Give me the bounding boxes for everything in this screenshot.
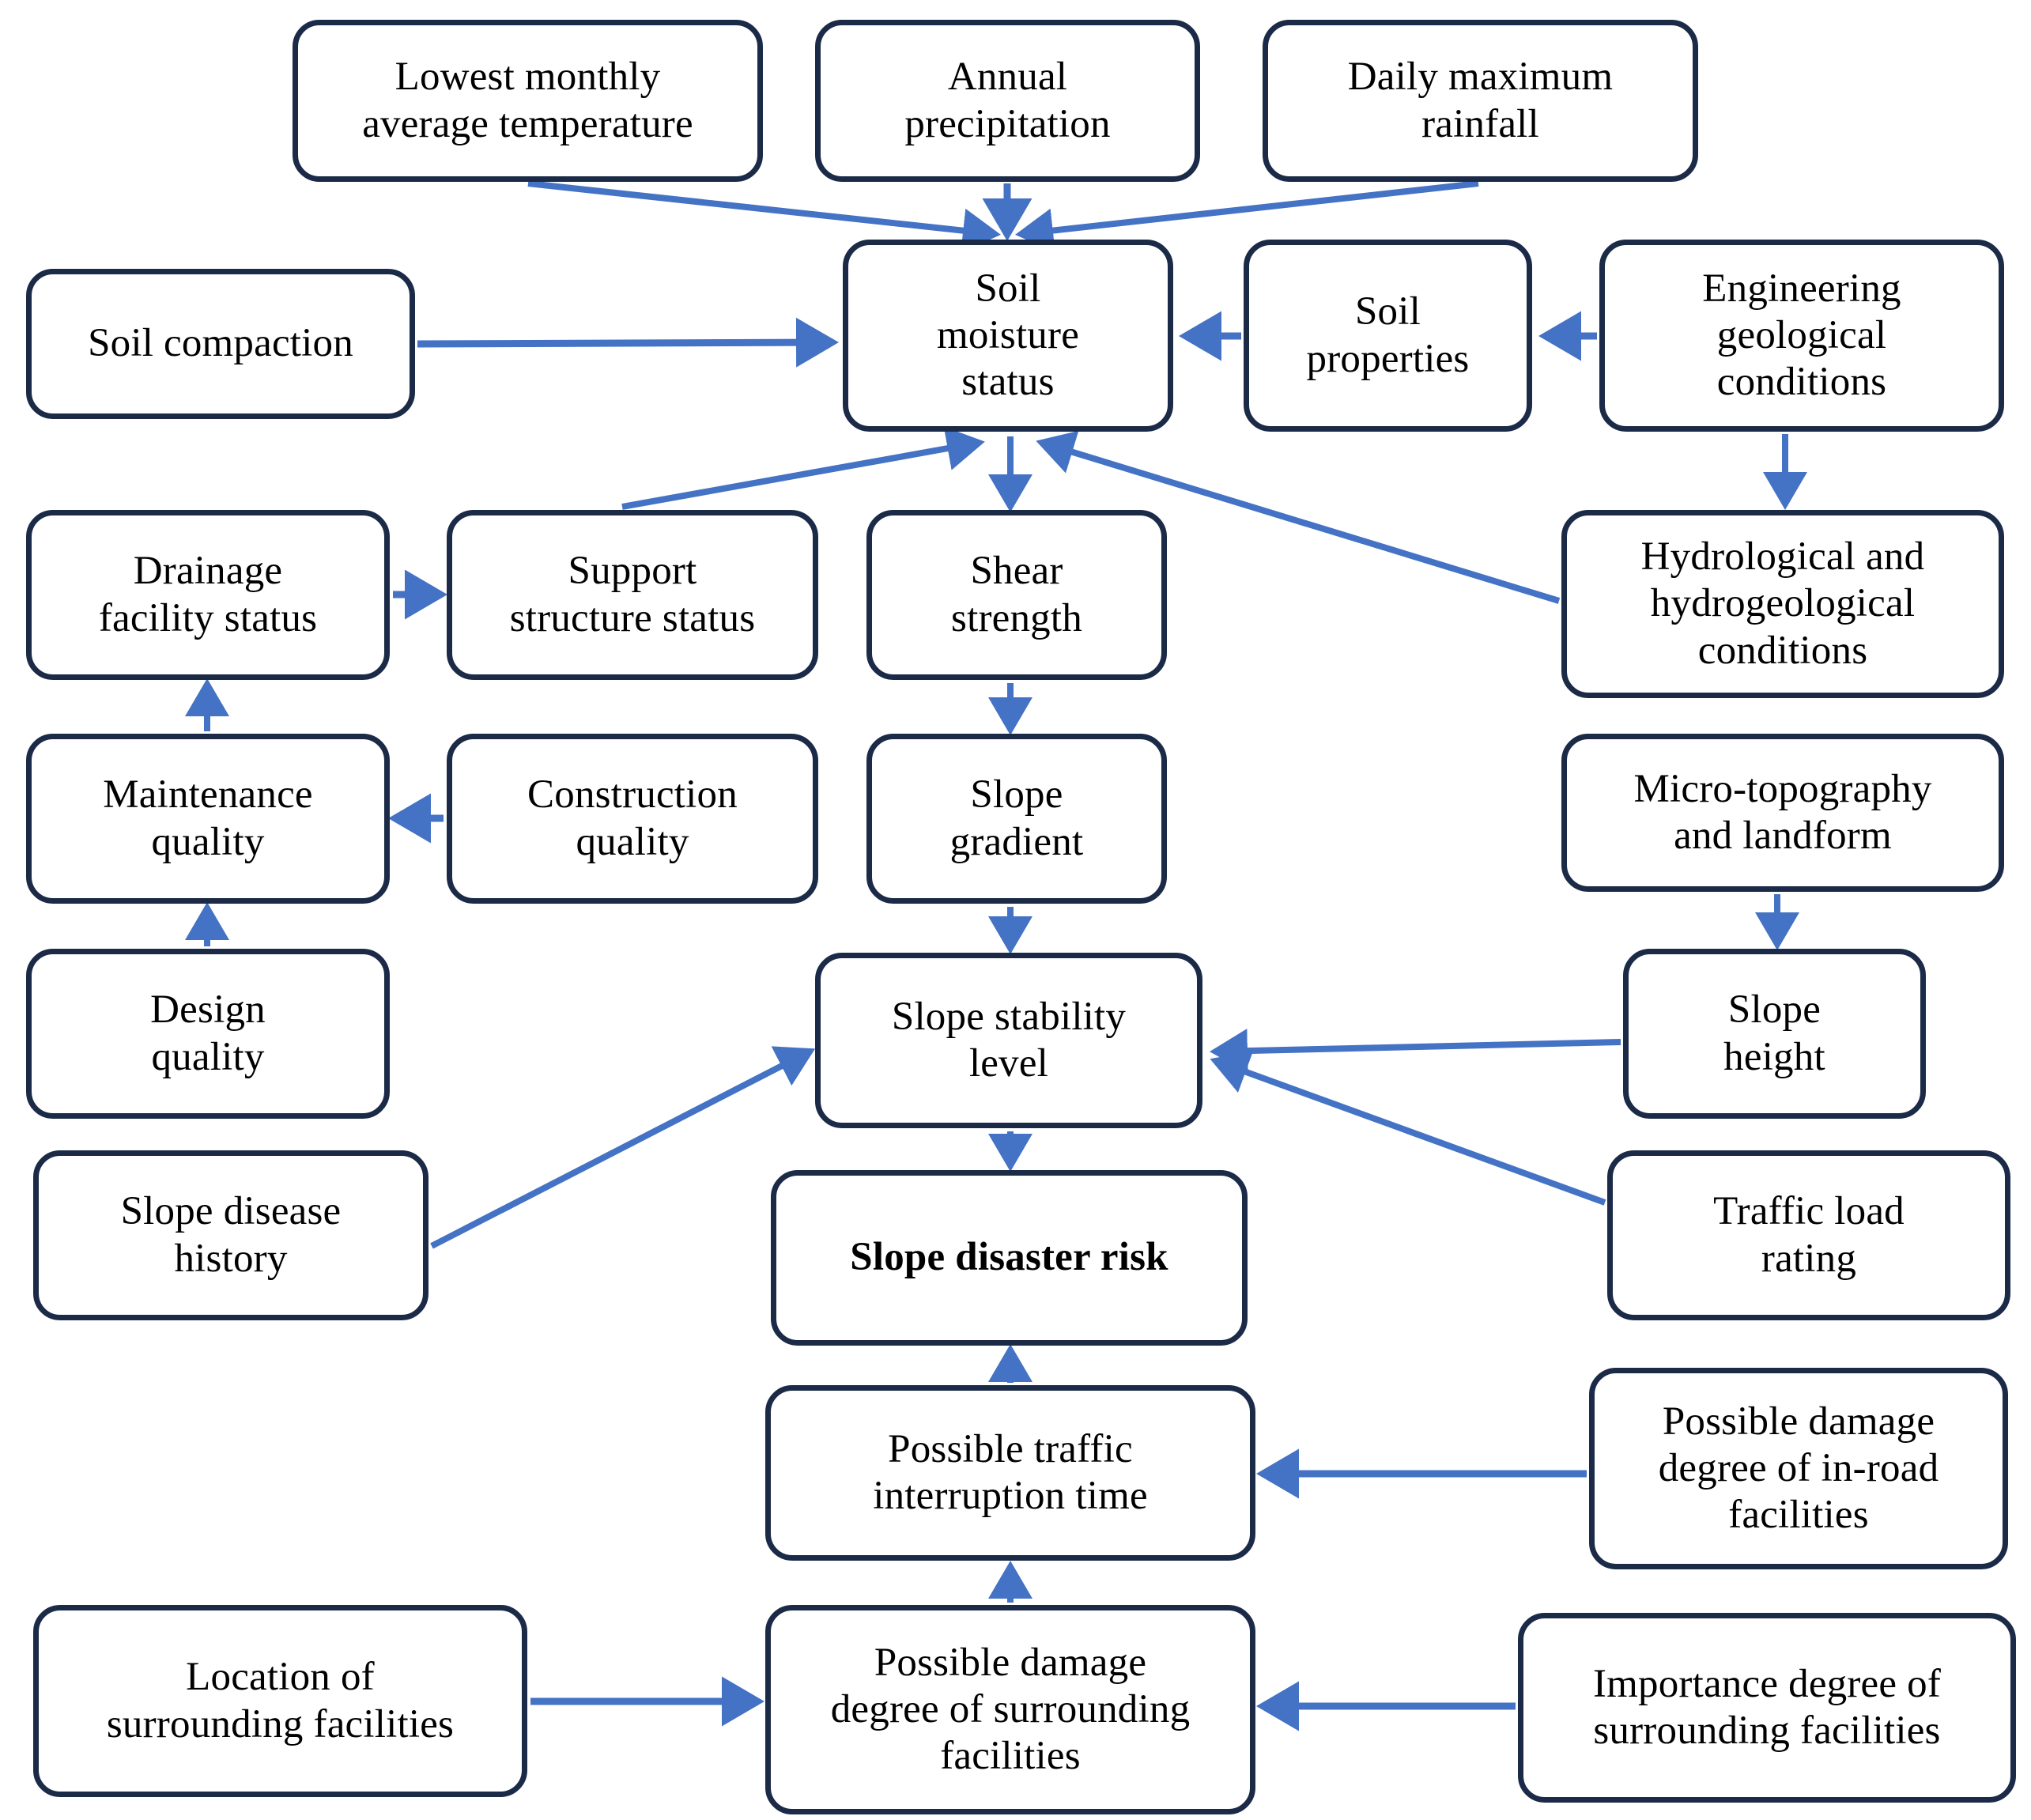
node-engineering-geological-conditions[interactable]: Engineering geological conditions: [1599, 240, 2004, 432]
node-label-possible-damage-degree-of-in-road-facilities: Possible damage degree of in-road facili…: [1658, 1399, 1939, 1538]
node-label-support-structure-status: Support structure status: [509, 549, 756, 640]
node-hydrological-and-hydrogeological-conditions[interactable]: Hydrological and hydrogeological conditi…: [1561, 510, 2004, 698]
node-location-of-surrounding-facilities[interactable]: Location of surrounding facilities: [33, 1605, 527, 1797]
edge-rainfall-to-soil-moisture: [1015, 180, 1479, 253]
node-label-slope-height: Slope height: [1723, 987, 1825, 1079]
node-label-traffic-load-rating: Traffic load rating: [1713, 1189, 1905, 1281]
node-label-possible-traffic-interruption-time: Possible traffic interruption time: [873, 1426, 1148, 1518]
node-label-construction-quality: Construction quality: [527, 772, 738, 864]
node-importance-degree-of-surrounding-facilities[interactable]: Importance degree of surrounding facilit…: [1518, 1613, 2016, 1803]
node-possible-traffic-interruption-time[interactable]: Possible traffic interruption time: [765, 1385, 1255, 1561]
node-label-lowest-monthly-average-temperature: Lowest monthly average temperature: [362, 55, 693, 146]
node-label-soil-properties: Soil properties: [1306, 289, 1470, 381]
node-label-annual-precipitation: Annual precipitation: [904, 55, 1111, 146]
node-support-structure-status[interactable]: Support structure status: [447, 510, 818, 680]
node-slope-disease-history[interactable]: Slope disease history: [33, 1150, 428, 1320]
edge-hydrological-to-soil-moisture: [1036, 430, 1561, 604]
node-lowest-monthly-average-temperature[interactable]: Lowest monthly average temperature: [293, 20, 763, 182]
node-label-shear-strength: Shear strength: [951, 549, 1082, 640]
node-shear-strength[interactable]: Shear strength: [866, 510, 1167, 680]
node-label-hydrological-and-hydrogeological-conditions: Hydrological and hydrogeological conditi…: [1640, 534, 1925, 673]
node-annual-precipitation[interactable]: Annual precipitation: [815, 20, 1200, 182]
node-label-slope-gradient: Slope gradient: [949, 772, 1084, 864]
node-label-maintenance-quality: Maintenance quality: [103, 772, 313, 864]
node-soil-moisture-status[interactable]: Soil moisture status: [843, 240, 1173, 432]
node-label-location-of-surrounding-facilities: Location of surrounding facilities: [106, 1655, 455, 1746]
node-label-possible-damage-degree-of-surrounding-facilities: Possible damage degree of surrounding fa…: [830, 1640, 1191, 1779]
node-label-design-quality: Design quality: [150, 987, 266, 1079]
node-label-slope-disease-history: Slope disease history: [120, 1189, 342, 1281]
node-daily-maximum-rainfall[interactable]: Daily maximum rainfall: [1263, 20, 1698, 182]
edge-support-structure-to-soil-moisture: [621, 426, 985, 510]
node-design-quality[interactable]: Design quality: [26, 949, 390, 1119]
node-label-drainage-facility-status: Drainage facility status: [98, 549, 318, 640]
node-slope-gradient[interactable]: Slope gradient: [866, 734, 1167, 904]
node-label-slope-stability-level: Slope stability level: [891, 994, 1127, 1086]
node-soil-compaction[interactable]: Soil compaction: [26, 269, 415, 419]
node-slope-height[interactable]: Slope height: [1623, 949, 1926, 1119]
edge-slope-height-to-slope-stability: [1210, 1029, 1621, 1074]
node-maintenance-quality[interactable]: Maintenance quality: [26, 734, 390, 904]
node-label-engineering-geological-conditions: Engineering geological conditions: [1702, 266, 1901, 405]
node-possible-damage-degree-of-surrounding-facilities[interactable]: Possible damage degree of surrounding fa…: [765, 1605, 1255, 1814]
node-label-slope-disaster-risk: Slope disaster risk: [850, 1235, 1168, 1280]
node-traffic-load-rating[interactable]: Traffic load rating: [1607, 1150, 2010, 1320]
node-label-micro-topography-and-landform: Micro-topography and landform: [1633, 766, 1932, 858]
node-label-soil-compaction: Soil compaction: [88, 321, 353, 366]
edge-slope-disease-to-slope-stability: [430, 1046, 816, 1249]
node-label-daily-maximum-rainfall: Daily maximum rainfall: [1347, 55, 1614, 146]
node-label-soil-moisture-status: Soil moisture status: [936, 266, 1080, 405]
node-possible-damage-degree-of-in-road-facilities[interactable]: Possible damage degree of in-road facili…: [1589, 1368, 2008, 1569]
edge-temperature-to-soil-moisture: [527, 180, 1001, 253]
node-soil-properties[interactable]: Soil properties: [1244, 240, 1532, 432]
node-slope-stability-level[interactable]: Slope stability level: [815, 953, 1202, 1128]
node-micro-topography-and-landform[interactable]: Micro-topography and landform: [1561, 734, 2004, 892]
node-label-importance-degree-of-surrounding-facilities: Importance degree of surrounding facilit…: [1592, 1661, 1942, 1753]
node-construction-quality[interactable]: Construction quality: [447, 734, 818, 904]
edge-soil-compaction-to-soil-moisture: [417, 317, 839, 368]
node-drainage-facility-status[interactable]: Drainage facility status: [26, 510, 390, 680]
edge-traffic-load-to-slope-stability: [1210, 1051, 1606, 1206]
node-slope-disaster-risk[interactable]: Slope disaster risk: [771, 1170, 1248, 1346]
